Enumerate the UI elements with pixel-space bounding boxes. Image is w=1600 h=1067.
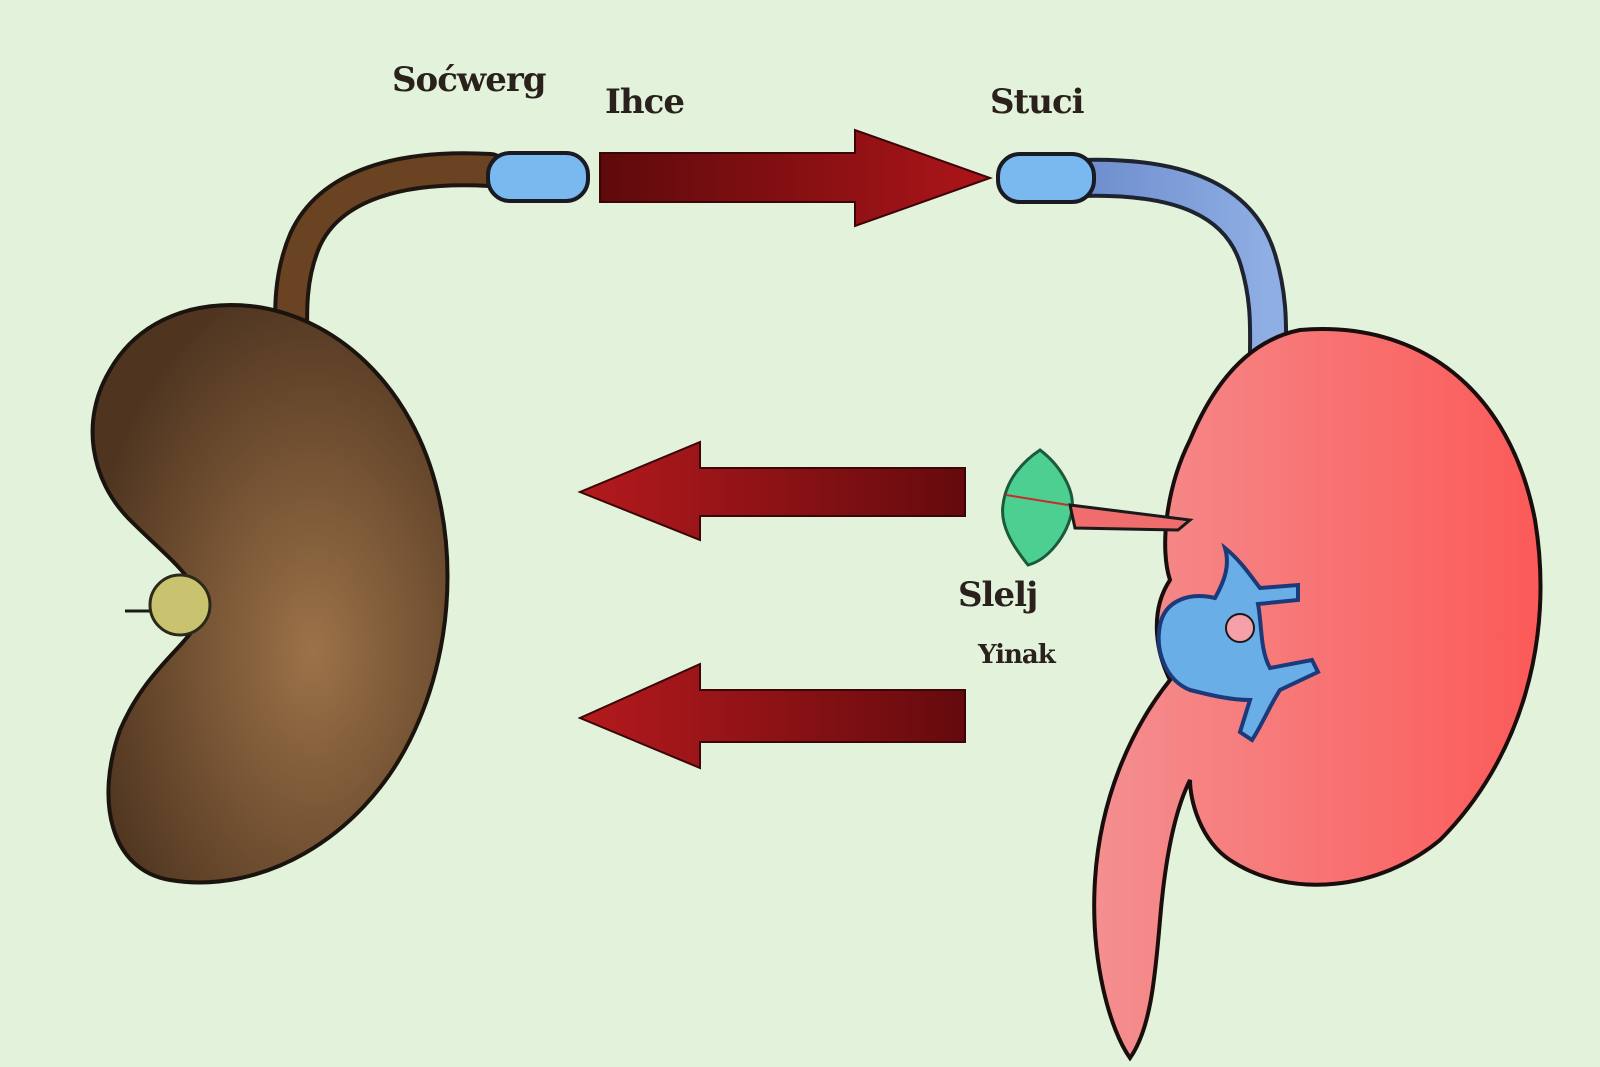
label-gland-sub: Yinak	[978, 640, 1056, 670]
right-kidney-organ	[1092, 327, 1543, 1062]
gland-shape	[1001, 448, 1074, 567]
hilum-nodule	[148, 573, 212, 637]
label-right-tube: Stuci	[990, 82, 1085, 122]
renal-pelvis	[1156, 542, 1321, 743]
left-tube-fill	[277, 155, 504, 364]
arrow-left-lower	[577, 662, 966, 770]
gland-duct	[1068, 503, 1194, 532]
label-gland: Slelj	[958, 575, 1038, 615]
gland-highlight	[1005, 494, 1069, 506]
right-connector-cap	[996, 152, 1096, 204]
left-kidney-organ	[90, 302, 450, 885]
arrow-right	[599, 128, 993, 228]
right-tube	[1064, 161, 1285, 371]
left-connector-cap	[486, 151, 590, 203]
arrow-left-upper	[577, 440, 966, 542]
renal-spot	[1225, 613, 1255, 643]
label-top-arrow: Ihce	[605, 82, 685, 122]
label-left-tube: Soćwerg	[392, 60, 547, 100]
